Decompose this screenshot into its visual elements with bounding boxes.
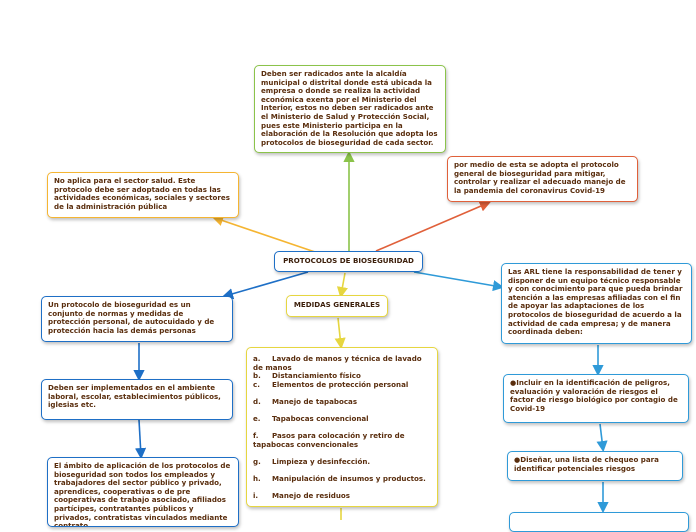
left-top-node-text: No aplica para el sector salud. Este pro… bbox=[54, 176, 230, 211]
left-chain-node-3-text: El ámbito de aplicación de los protocolo… bbox=[54, 461, 231, 527]
right-chain-node-1-text: Las ARL tiene la responsabilidad de tene… bbox=[508, 267, 683, 337]
connector-lines bbox=[133, 150, 609, 520]
medidas-item-d: d.Manejo de tapabocas bbox=[253, 396, 358, 406]
medidas-generales-title-label: MEDIDAS GENERALES bbox=[293, 300, 381, 309]
connector-to-left-chain bbox=[221, 271, 309, 300]
medidas-item-a: a.Lavado de manos y técnica de lavado de… bbox=[253, 354, 422, 372]
left-chain-node-1[interactable]: Un protocolo de bioseguridad es un conju… bbox=[41, 296, 233, 342]
right-top-node[interactable]: por medio de esta se adopta el protocolo… bbox=[447, 156, 638, 202]
left-chain-node-1-text: Un protocolo de bioseguridad es un conju… bbox=[48, 300, 215, 335]
medidas-item-i: i.Manejo de residuos bbox=[253, 490, 351, 500]
medidas-item-h: h.Manipulación de insumos y productos. bbox=[253, 473, 426, 483]
connector-to-right-top bbox=[375, 201, 491, 252]
medidas-item-f: f.Pasos para colocación y retiro de tapa… bbox=[253, 431, 405, 449]
right-chain-node-4[interactable] bbox=[509, 512, 689, 532]
medidas-generales-title[interactable]: MEDIDAS GENERALES bbox=[286, 295, 388, 317]
left-chain-node-3[interactable]: El ámbito de aplicación de los protocolo… bbox=[47, 457, 239, 527]
left-chain-node-2[interactable]: Deben ser implementados en el ambiente l… bbox=[41, 379, 233, 420]
medidas-item-g: g.Limpieza y desinfección. bbox=[253, 456, 371, 466]
right-chain-node-3-text: ●Diseñar, una lista de chequeo para iden… bbox=[514, 455, 659, 473]
connector-to-right-chain bbox=[413, 271, 505, 292]
top-node[interactable]: Deben ser radicados ante la alcaldía mun… bbox=[254, 65, 446, 153]
central-topic[interactable]: PROTOCOLOS DE BIOSEGURIDAD bbox=[274, 251, 423, 272]
connector-to-medidas-list bbox=[334, 317, 346, 350]
right-chain-node-2[interactable]: ●Incluir en la identificación de peligro… bbox=[503, 374, 689, 423]
right-chain-node-1[interactable]: Las ARL tiene la responsabilidad de tene… bbox=[501, 263, 692, 344]
left-top-node[interactable]: No aplica para el sector salud. Este pro… bbox=[47, 172, 239, 218]
left-chain-node-2-text: Deben ser implementados en el ambiente l… bbox=[48, 383, 221, 410]
connector-left-2-3 bbox=[134, 419, 147, 460]
medidas-item-b: b.Distanciamiento físico bbox=[253, 371, 361, 381]
central-topic-label: PROTOCOLOS DE BIOSEGURIDAD bbox=[283, 256, 414, 265]
medidas-item-e: e.Tapabocas convencional bbox=[253, 413, 369, 423]
right-top-node-text: por medio de esta se adopta el protocolo… bbox=[454, 160, 626, 195]
connector-to-medidas-title bbox=[336, 272, 348, 299]
medidas-item-c: c.Elementos de protección personal bbox=[253, 379, 409, 389]
connector-right-2-3 bbox=[596, 423, 608, 453]
top-node-text: Deben ser radicados ante la alcaldía mun… bbox=[261, 69, 438, 147]
right-chain-node-2-text: ●Incluir en la identificación de peligro… bbox=[510, 378, 678, 413]
right-chain-node-3[interactable]: ●Diseñar, una lista de chequeo para iden… bbox=[507, 451, 683, 481]
connector-to-left-top bbox=[211, 215, 316, 253]
medidas-generales-list[interactable]: a.Lavado de manos y técnica de lavado de… bbox=[246, 347, 438, 507]
